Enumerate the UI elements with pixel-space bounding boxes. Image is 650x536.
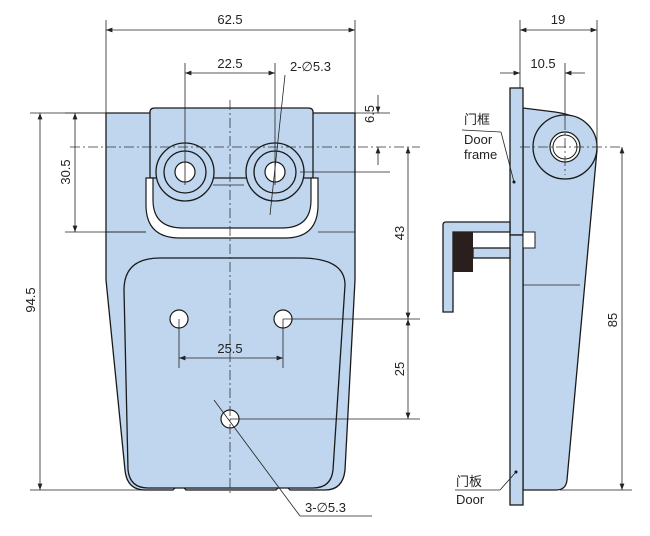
door-plate (509, 234, 524, 506)
label-door-frame-cn: 门框 (464, 112, 490, 127)
gap-slot (522, 231, 536, 249)
dim-overall-height: 94.5 (23, 287, 38, 312)
dim-overall-width: 62.5 (217, 12, 242, 27)
front-view (70, 100, 420, 495)
front-dimensions: 62.5 22.5 2-∅5.3 6.5 30.5 94.5 43 25 25.… (23, 12, 420, 517)
label-door-frame-en1: Door (464, 132, 493, 147)
dim-side-pin-offset: 10.5 (530, 56, 555, 71)
door-frame-plate (509, 87, 524, 236)
dim-top-offset: 6.5 (362, 105, 377, 123)
dim-hinge-height: 30.5 (58, 159, 73, 184)
dim-mount-holes: 3-∅5.3 (305, 500, 346, 515)
dim-hole-vertical-spacing: 43 (392, 226, 407, 240)
door-bracket (472, 247, 511, 259)
dim-side-height: 85 (605, 313, 620, 327)
label-door-frame-en2: frame (464, 147, 497, 162)
side-view: 门框 Door frame 门板 Door (442, 87, 620, 507)
side-dimensions: 19 10.5 85 (500, 12, 632, 491)
dim-lower-hole-spacing-v: 25 (392, 362, 407, 376)
rubber-stop (453, 232, 473, 272)
dim-hinge-hole-spacing: 22.5 (217, 56, 242, 71)
label-door-en: Door (456, 492, 485, 507)
dim-hinge-holes: 2-∅5.3 (290, 59, 331, 74)
frame-bracket (442, 221, 511, 313)
recessed-panel (123, 257, 346, 489)
dim-side-depth: 19 (551, 12, 565, 27)
u-bracket (145, 177, 319, 239)
dim-lower-hole-spacing-h: 25.5 (217, 341, 242, 356)
label-door-cn: 门板 (456, 474, 482, 489)
